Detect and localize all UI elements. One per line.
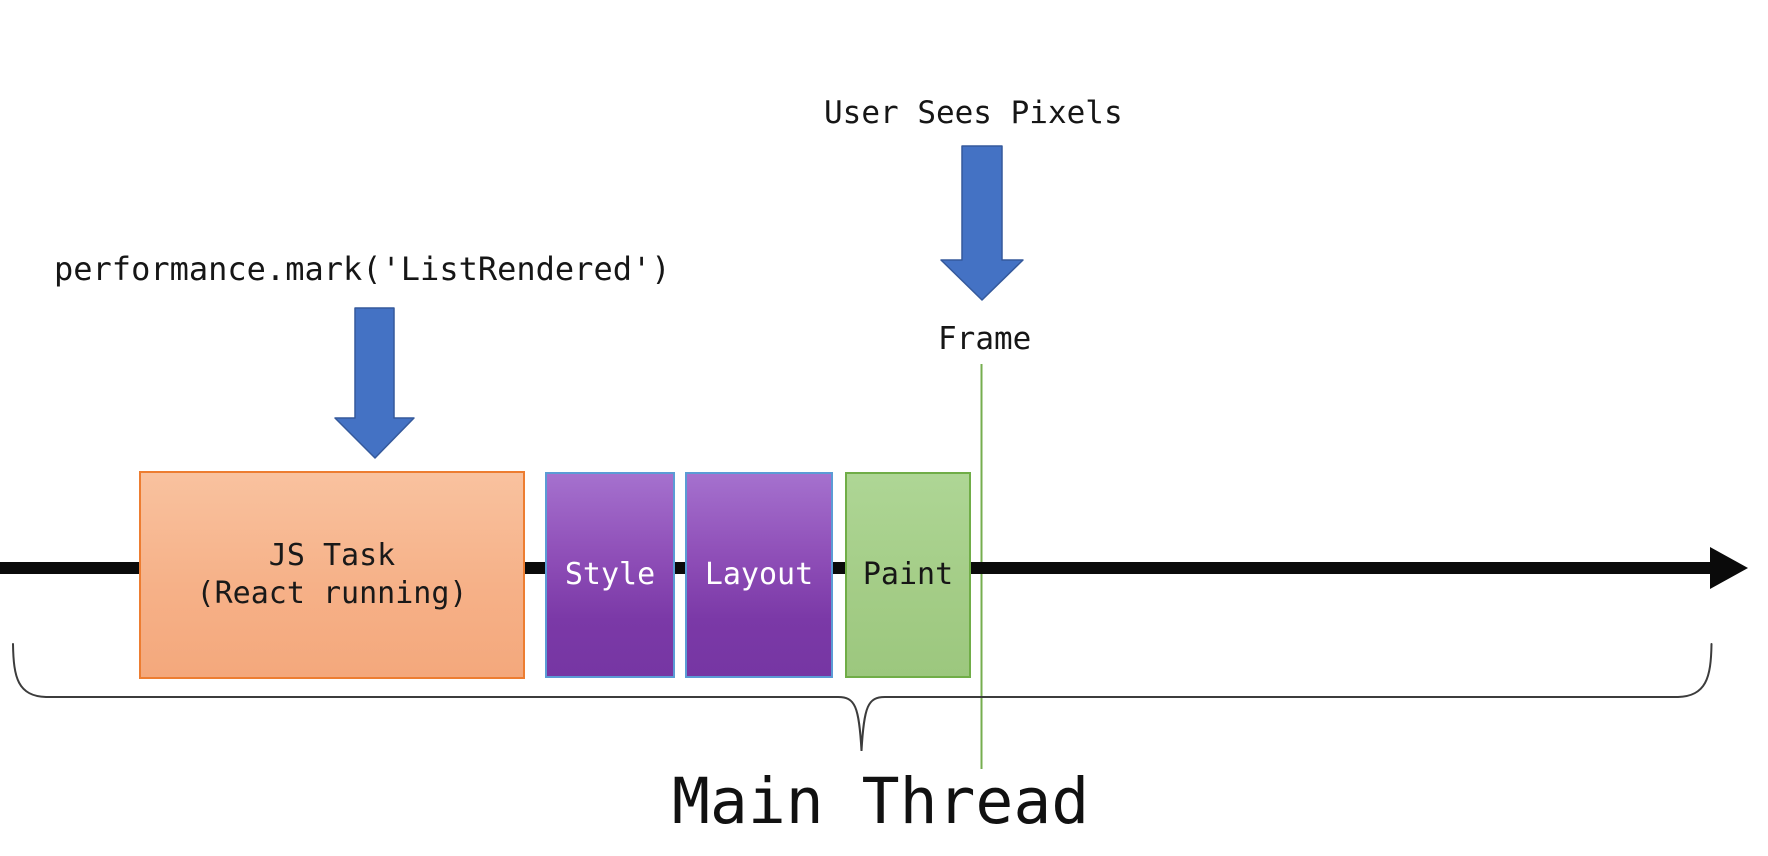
task-box-paint: Paint [845, 472, 971, 678]
task-box-layout-label: Layout [704, 557, 814, 592]
perf-mark-arrow-icon [334, 307, 415, 459]
main-thread-label: Main Thread [672, 765, 1090, 838]
task-box-layout: Layout [685, 472, 833, 678]
task-box-js-sublabel: (React running) [196, 576, 468, 611]
user-sees-pixels-arrow-icon [940, 145, 1024, 301]
task-box-js-label: JS Task [268, 538, 396, 573]
task-box-js: JS Task (React running) [139, 471, 525, 679]
perf-mark-annotation: performance.mark('ListRendered') [54, 250, 671, 288]
task-box-style-label: Style [564, 557, 656, 592]
timeline-arrowhead-icon [1710, 547, 1748, 589]
frame-label: Frame [938, 321, 1032, 357]
task-box-style: Style [545, 472, 675, 678]
task-box-paint-label: Paint [862, 557, 954, 592]
user-sees-pixels-annotation: User Sees Pixels [824, 95, 1123, 131]
